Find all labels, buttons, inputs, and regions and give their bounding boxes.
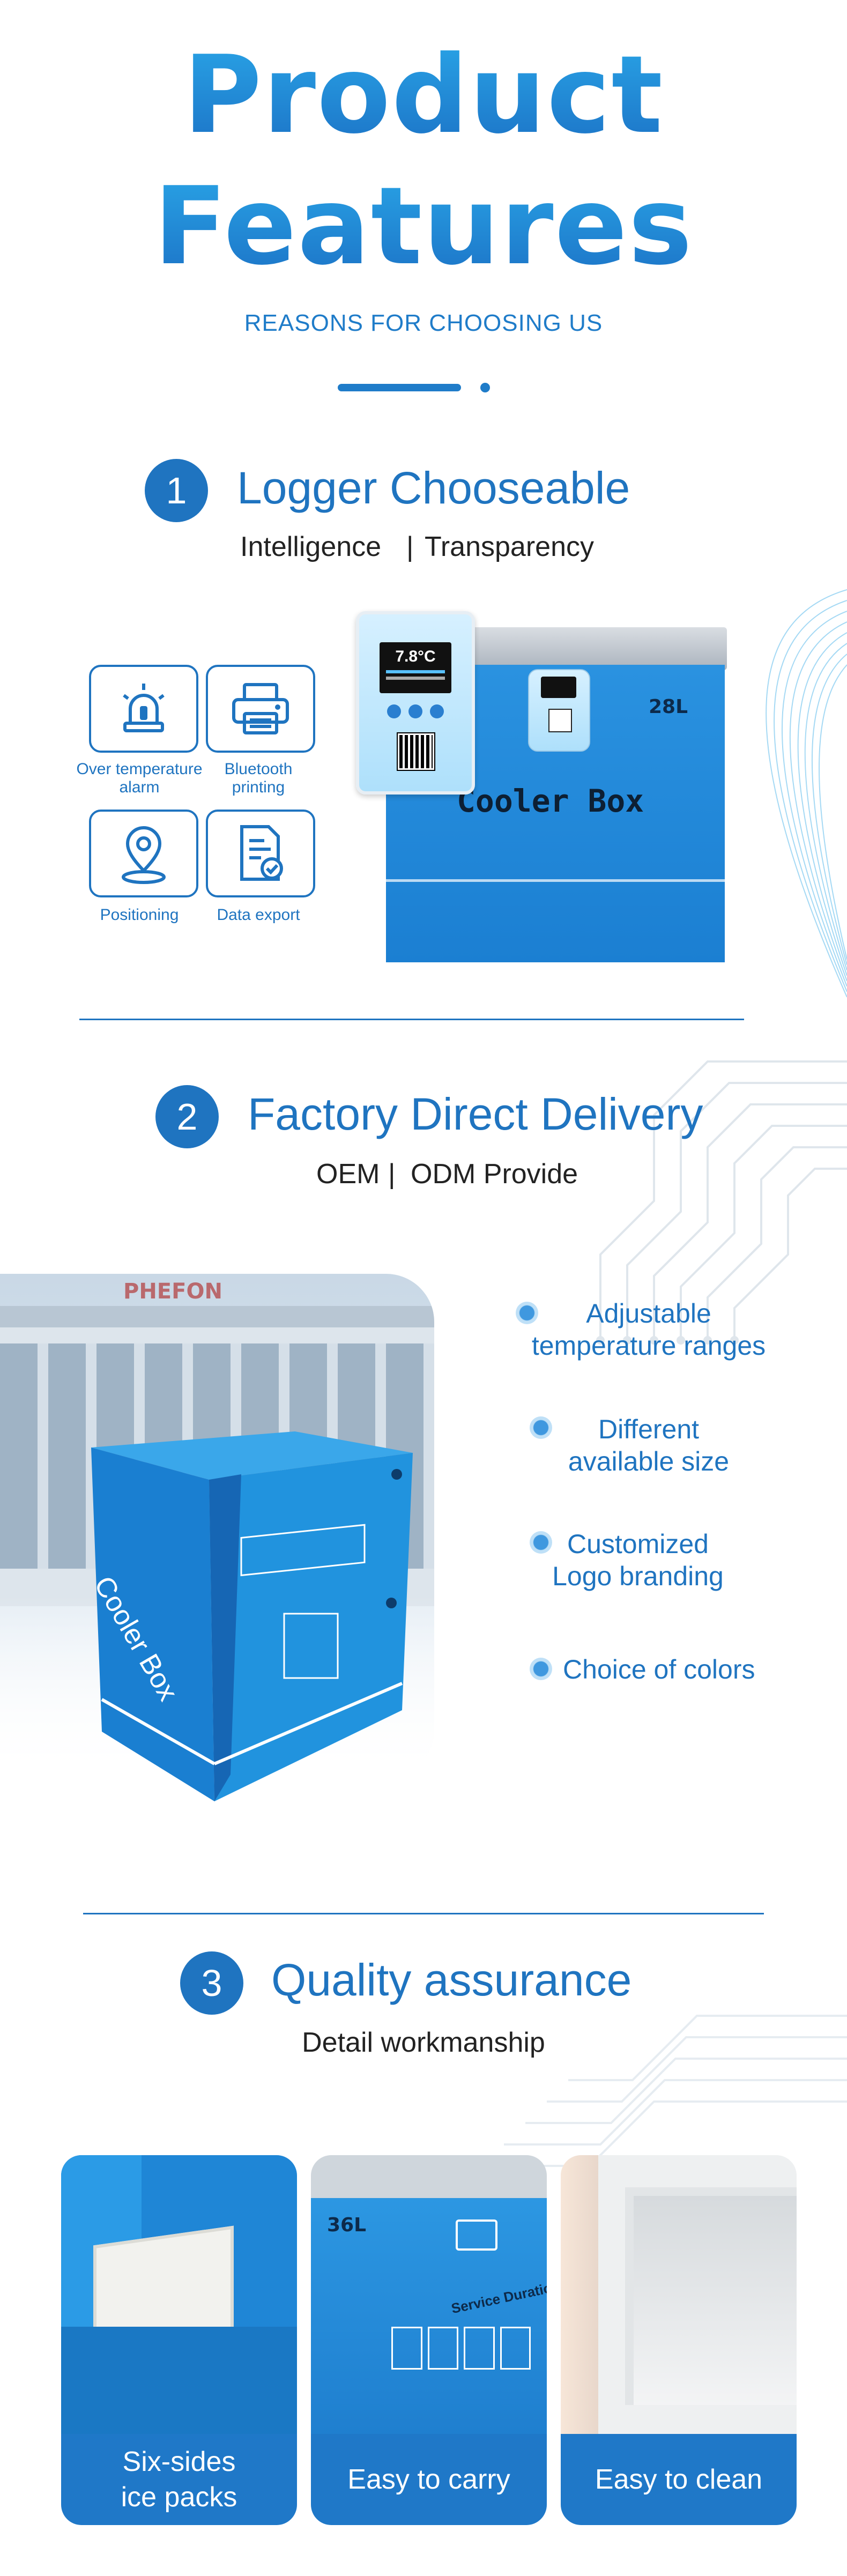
section2-number-badge: 2 (155, 1085, 219, 1148)
feature-label-data-export: Data export (217, 906, 300, 924)
bullet-dot-3 (530, 1531, 552, 1554)
header-subtitle: REASONS FOR CHOOSING US (244, 310, 603, 336)
quality-card-clean: Easy to clean (561, 2155, 797, 2525)
section-divider-2 (83, 1913, 764, 1914)
section1-subtitle-separator: | (406, 531, 414, 562)
decorative-dot (480, 383, 490, 392)
carry-handle (456, 2219, 497, 2251)
cooler-box-stripe (386, 879, 725, 882)
section3-title: Quality assurance (271, 1955, 632, 2005)
box-capacity-label: 28L (649, 696, 688, 718)
logger-screen: 7.8°C (380, 642, 451, 693)
section-divider-1 (79, 1019, 744, 1020)
logger-temperature: 7.8°C (395, 648, 436, 665)
bullet-choice-of-colors: Choice of colors (563, 1654, 755, 1684)
quality-card-carry: 36L Service Duration Easy to carry (311, 2155, 547, 2525)
foam-interior (625, 2187, 797, 2405)
temperature-logger-device: 7.8°C (356, 611, 475, 795)
section2-subtitle-separator: | (388, 1159, 396, 1190)
location-pin-icon-box (89, 810, 198, 897)
location-pin-icon (122, 826, 166, 884)
card-label-clean: Easy to clean (561, 2434, 797, 2525)
printer-icon-box (206, 665, 315, 753)
building-sign: PHEFON (123, 1279, 222, 1304)
small-logger-device (528, 669, 590, 752)
decorative-line (338, 384, 461, 391)
cooler-box-text: Cooler Box (457, 783, 644, 819)
feature-label-positioning: Positioning (100, 906, 179, 924)
section2-subtitle-right: ODM Provide (411, 1159, 578, 1190)
bullet-dot-2 (530, 1416, 552, 1439)
alarm-light-icon (123, 684, 165, 732)
bullet-dot-4 (530, 1658, 552, 1680)
section3-number-badge: 3 (180, 1951, 243, 2015)
section1-number-badge: 1 (145, 459, 208, 522)
section2-title: Factory Direct Delivery (248, 1089, 703, 1139)
printer-icon (232, 683, 289, 734)
card2-capacity: 36L (327, 2214, 367, 2236)
qr-code (397, 732, 435, 771)
hero-title-line2: Features (0, 161, 847, 292)
document-export-icon (240, 825, 283, 881)
hero-title-line1: Product (0, 29, 847, 161)
factory-cooler-box (91, 1431, 413, 1801)
document-export-icon-box (206, 810, 315, 897)
section2-subtitle-left: OEM (316, 1159, 380, 1190)
section3-subtitle: Detail workmanship (302, 2027, 545, 2058)
bullet-dot-1 (516, 1302, 538, 1324)
alarm-light-icon-box (89, 665, 198, 753)
section1-title: Logger Chooseable (237, 463, 630, 513)
wave-decoration (766, 589, 847, 998)
card-label-carry: Easy to carry (311, 2434, 547, 2525)
section1-subtitle-right: Transparency (425, 531, 594, 562)
circuit-decoration (596, 1060, 847, 1345)
section1-subtitle-left: Intelligence (240, 531, 382, 562)
